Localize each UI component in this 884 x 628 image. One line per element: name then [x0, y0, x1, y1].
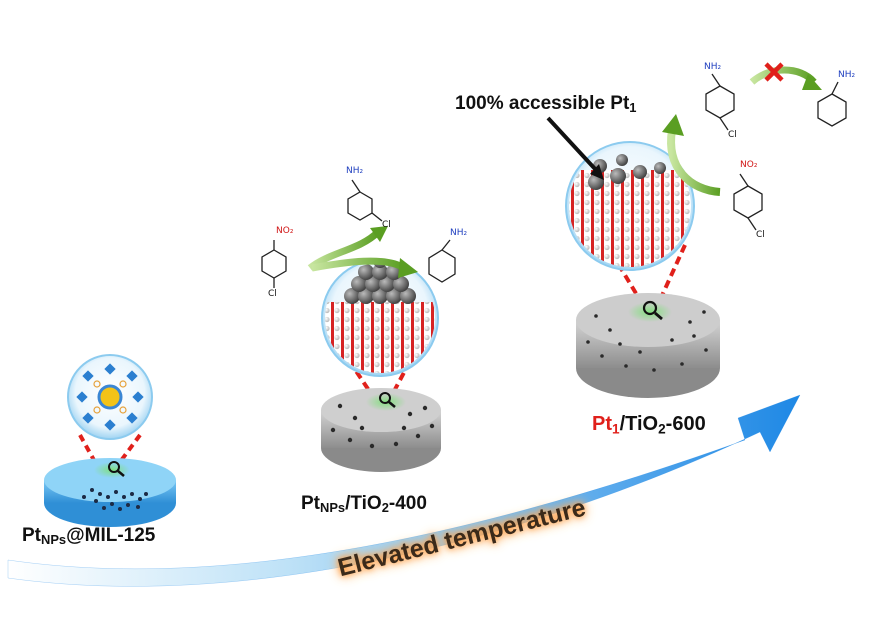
stage3-magnifier-icon — [642, 300, 663, 321]
molecules — [261, 73, 847, 288]
label-cl-stage2b: Cl — [382, 220, 391, 230]
stage2-magnifier-icon — [379, 392, 396, 408]
mof-structure — [76, 363, 144, 431]
label-nh2-stage3a: NH₂ — [704, 62, 722, 72]
stage3-tio2-600 — [546, 62, 822, 398]
label-pt-nps-tio2-400: PtNPs/TiO2-400 — [301, 493, 427, 516]
accessible-pointer-arrow — [546, 116, 604, 180]
label-nh2-stage2b: NH₂ — [450, 228, 468, 238]
temperature-arrow — [7, 394, 801, 587]
label-nh2-stage3b: NH₂ — [838, 70, 856, 80]
stage2-zoom-lines — [340, 348, 418, 397]
stage1-mil125 — [44, 354, 176, 527]
stage1-magnifier-icon — [108, 461, 125, 477]
label-nh2-stage2a: NH₂ — [346, 166, 364, 176]
molecule-nitro-stage3 — [733, 173, 763, 231]
molecule-chloroaniline-stage3 — [705, 73, 735, 131]
blocked-cross-icon — [764, 62, 784, 82]
label-pt1-tio2-600: Pt1/TiO2-600 — [592, 413, 706, 437]
label-cl-stage3b: Cl — [756, 230, 765, 240]
molecule-aniline-stage2 — [428, 239, 456, 283]
stage2-tio2-400 — [307, 226, 441, 472]
molecule-nitro-stage2 — [261, 240, 287, 288]
stage1-disc — [44, 458, 176, 527]
stage1-zoom-lines — [78, 433, 142, 464]
stage2-reaction-arrows — [307, 226, 418, 278]
stage3-reaction-arrows — [662, 62, 822, 196]
stage3-disc — [576, 293, 720, 398]
molecule-aniline-stage3 — [817, 81, 847, 127]
label-cl-stage2a: Cl — [268, 289, 277, 299]
pt-single-atoms — [588, 154, 666, 190]
label-cl-stage3a: Cl — [728, 130, 737, 140]
stage3-zoom-bubble — [565, 141, 695, 271]
stage1-zoom-bubble — [67, 354, 153, 440]
label-no2-stage3: NO₂ — [740, 160, 758, 170]
label-pt-nps-mil125: PtNPs@MIL-125 — [22, 525, 156, 548]
label-no2-stage2: NO₂ — [276, 226, 294, 236]
molecule-chloroaniline-stage2 — [347, 179, 383, 222]
label-accessible-pt1: 100% accessible Pt1 — [455, 93, 637, 116]
stage2-zoom-bubble — [321, 259, 439, 377]
stage2-disc — [321, 388, 441, 472]
stage3-zoom-lines — [603, 240, 687, 302]
